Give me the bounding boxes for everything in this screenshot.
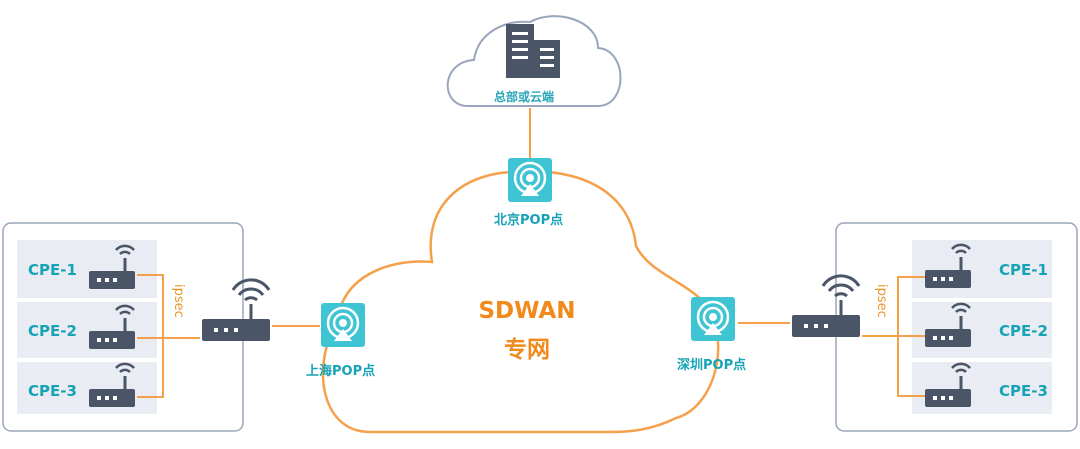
pop-label-shanghai: 上海POP点 (306, 364, 376, 379)
left-ipsec-label: ipsec (171, 284, 186, 318)
building-icon (506, 24, 560, 78)
shanghai-pop-icon (319, 301, 367, 349)
core-title: SDWAN (478, 298, 576, 324)
core-subtitle: 专网 (504, 337, 550, 363)
pop-label-beijing: 北京POP点 (494, 213, 564, 228)
right-cpe-label-2: CPE-2 (999, 322, 1048, 340)
right-cpe-label-3: CPE-3 (999, 382, 1048, 400)
headquarters-label: 总部或云端 (494, 90, 555, 104)
left-cpe-label-2: CPE-2 (28, 322, 77, 340)
cpe-row-1 (912, 240, 1052, 298)
left-cpe-label-3: CPE-3 (28, 382, 77, 400)
left-cpe-label-1: CPE-1 (28, 261, 77, 279)
right-ipsec-label: ipsec (874, 284, 889, 318)
right-cpe-label-1: CPE-1 (999, 261, 1048, 279)
pop-label-shenzhen: 深圳POP点 (677, 358, 747, 373)
left-site-panel (2, 222, 244, 432)
beijing-pop-icon (506, 156, 554, 204)
shenzhen-pop-icon (689, 295, 737, 343)
